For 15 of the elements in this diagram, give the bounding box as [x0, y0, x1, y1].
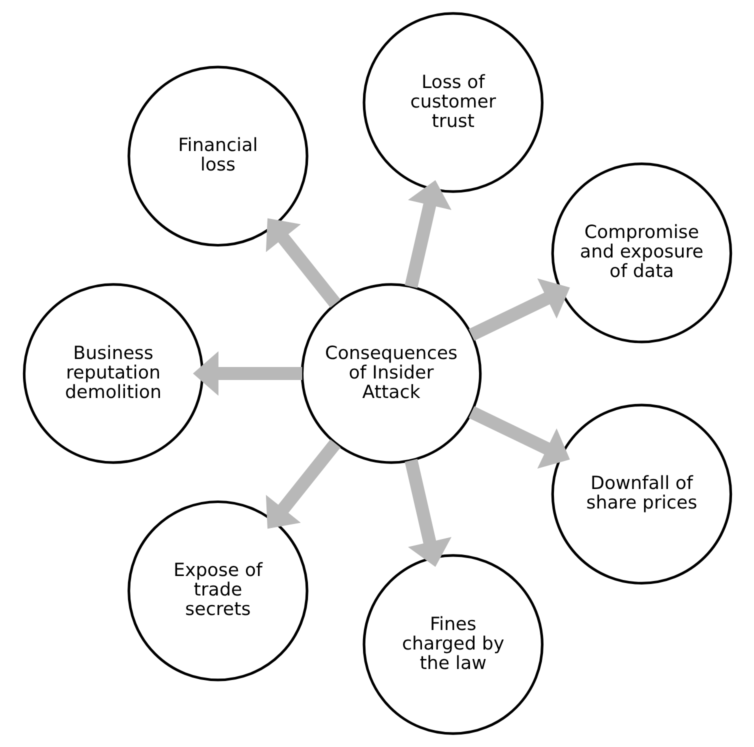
node-circle: Downfall of share prices — [550, 404, 732, 584]
node-circle: Financial loss — [127, 66, 308, 247]
node-circle: Business reputation demolition — [22, 283, 204, 464]
arrow — [404, 458, 451, 567]
node-circle: Fines charged by the law — [362, 554, 543, 735]
arrow — [404, 180, 451, 288]
arrow — [468, 278, 570, 341]
node-circle: Expose of trade secrets — [127, 500, 308, 682]
arrow — [468, 406, 570, 469]
arrow — [265, 218, 340, 308]
node-circle: Consequences of Insider Attack — [300, 283, 482, 464]
arrow — [265, 439, 340, 529]
node-circle: Loss of customer trust — [362, 12, 543, 193]
node-circle: Compromise and exposure of data — [550, 162, 732, 344]
arrow — [192, 351, 302, 396]
